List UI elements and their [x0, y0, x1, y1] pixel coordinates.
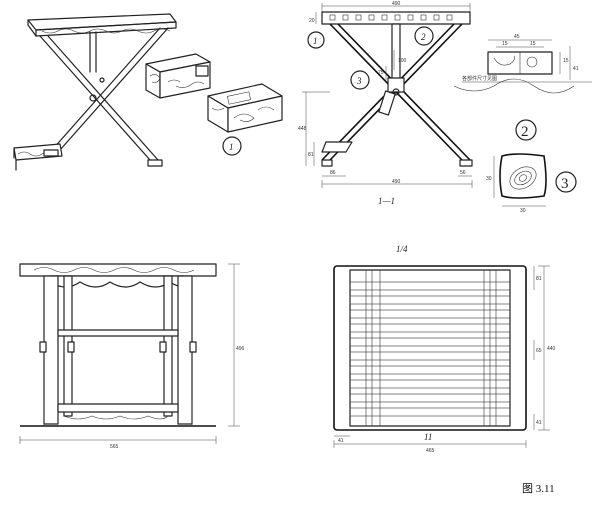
svg-text:65: 65 [536, 348, 542, 354]
front-elevation: 565 496 [19, 263, 245, 450]
svg-text:1: 1 [313, 36, 318, 46]
svg-text:490: 490 [392, 1, 401, 7]
svg-text:45: 45 [514, 34, 520, 40]
plan-view: 1/4 465 41 11 440 [333, 244, 556, 454]
svg-text:565: 565 [110, 444, 119, 450]
figure-caption: 图 3.11 [522, 482, 555, 495]
svg-text:3: 3 [561, 176, 569, 192]
svg-text:81: 81 [308, 152, 314, 158]
svg-text:30: 30 [486, 176, 492, 182]
svg-text:41: 41 [536, 420, 542, 426]
svg-text:448: 448 [298, 126, 307, 132]
svg-text:100: 100 [398, 58, 407, 64]
svg-text:3: 3 [356, 76, 362, 86]
svg-text:86: 86 [330, 170, 336, 176]
side-elevation: 1 2 3 490 20 448 81 86 56 490 100 75 1—1 [298, 1, 473, 206]
svg-text:30: 30 [520, 208, 526, 214]
svg-text:15: 15 [563, 58, 569, 64]
svg-text:各部件尺寸见图: 各部件尺寸见图 [462, 75, 497, 82]
detail-2: 各部件尺寸见图 45 15 15 15 41 2 [453, 34, 592, 141]
svg-text:56: 56 [460, 170, 466, 176]
svg-text:2: 2 [421, 32, 426, 42]
svg-text:1: 1 [229, 142, 234, 152]
stool-perspective [13, 13, 177, 171]
svg-text:465: 465 [426, 448, 435, 454]
svg-text:490: 490 [392, 179, 401, 185]
svg-text:15: 15 [530, 41, 536, 47]
joint-detail-block-2 [207, 83, 283, 133]
svg-text:41: 41 [338, 438, 344, 444]
svg-text:440: 440 [547, 346, 556, 352]
svg-text:1—1: 1—1 [378, 196, 395, 206]
svg-text:2: 2 [521, 124, 529, 140]
svg-text:20: 20 [309, 18, 315, 24]
joint-detail-block-1 [145, 53, 211, 99]
svg-text:41: 41 [573, 66, 579, 72]
detail-3: 30 30 3 [486, 153, 577, 214]
svg-text:81: 81 [536, 276, 542, 282]
callout-1-circle: 1 [222, 136, 242, 156]
svg-text:1/4: 1/4 [396, 244, 408, 254]
svg-text:15: 15 [502, 41, 508, 47]
svg-text:496: 496 [236, 346, 245, 352]
svg-text:11: 11 [424, 432, 432, 442]
svg-text:75: 75 [378, 70, 384, 76]
